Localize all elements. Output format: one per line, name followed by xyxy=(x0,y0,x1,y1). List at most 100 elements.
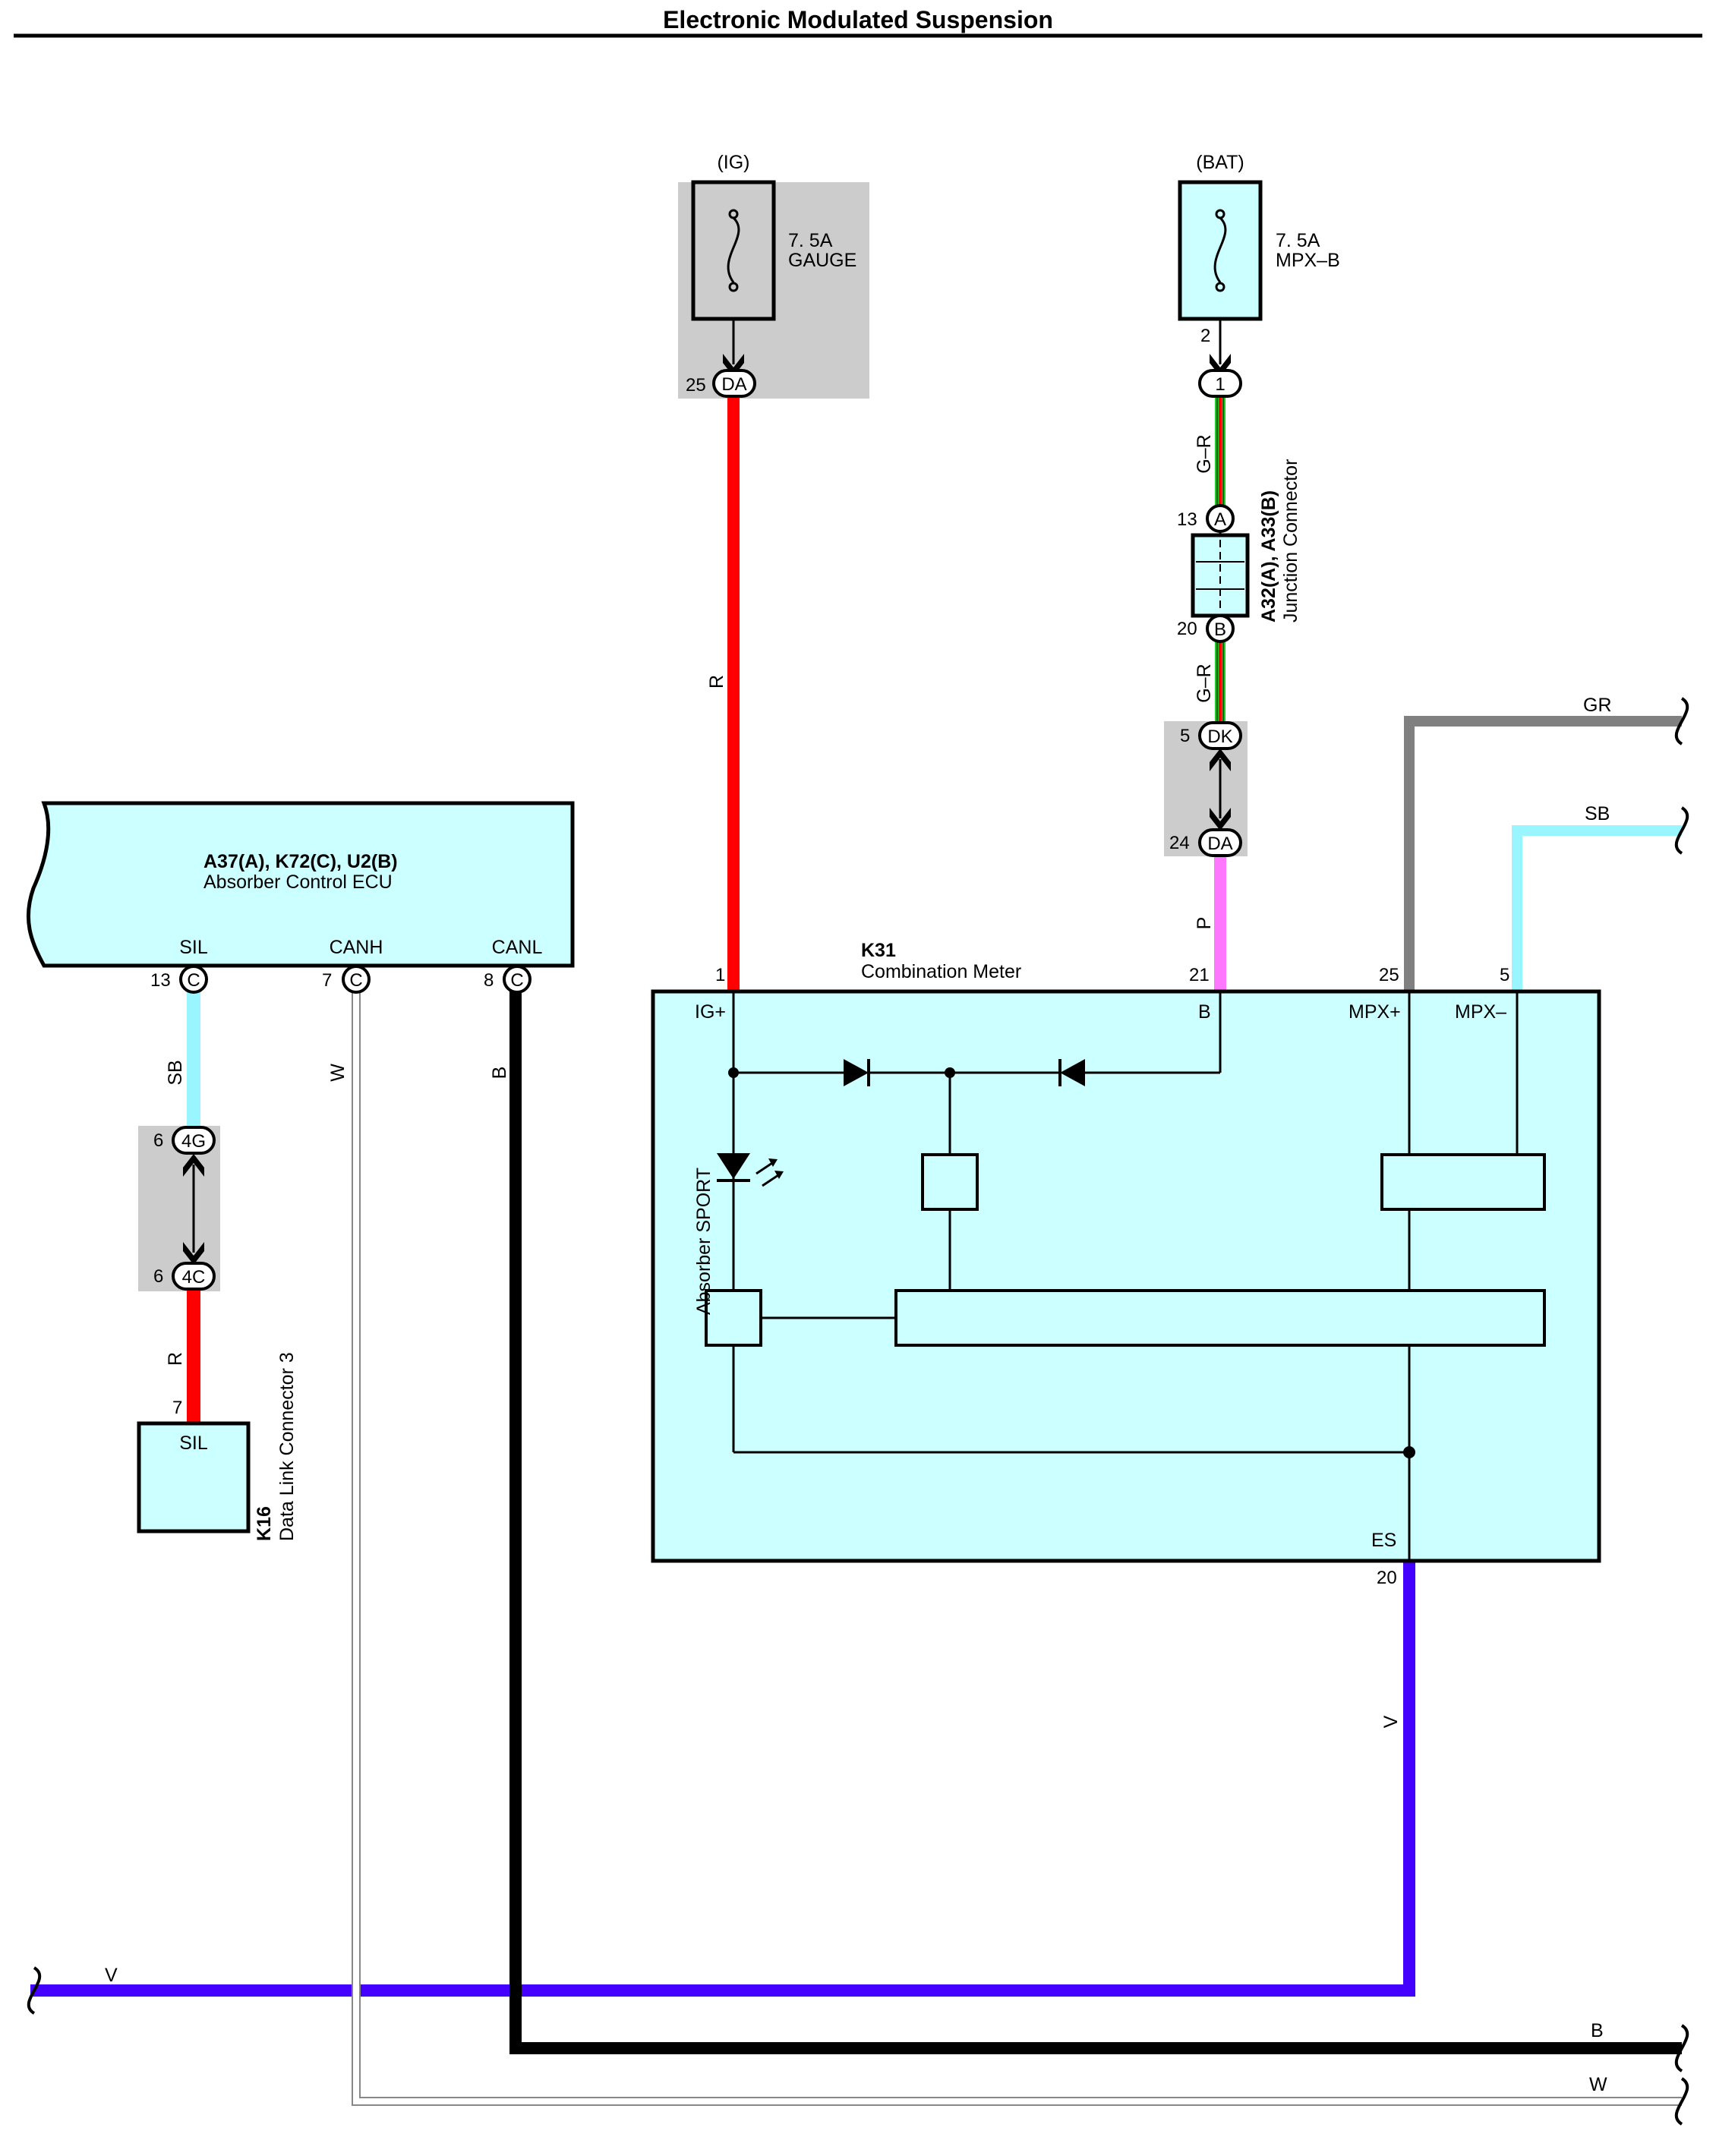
meter-term-es: ES xyxy=(1371,1530,1396,1551)
wire-label-v-es: V xyxy=(1380,1715,1402,1728)
ecu-pin-canl: 8 xyxy=(484,970,494,991)
connector-da-label: DA xyxy=(1207,834,1232,854)
4g-pin-number: 6 xyxy=(153,1130,163,1151)
bat-source-label: (BAT) xyxy=(1196,152,1244,173)
meter-pin-ig: 1 xyxy=(715,965,725,985)
bat-connector-1 xyxy=(1198,369,1242,398)
bat-fuse-name: MPX–B xyxy=(1276,250,1340,271)
ig-fuse-icon xyxy=(727,209,740,292)
meter-box xyxy=(651,989,1601,1563)
meter-term-mpxp: MPX+ xyxy=(1349,1001,1401,1023)
node-dot-2 xyxy=(945,1067,955,1078)
junction-conn-a-label: A xyxy=(1214,509,1226,530)
wire-label-gr: GR xyxy=(1583,695,1612,716)
bat-fuse-icon xyxy=(1213,209,1227,292)
wire-label-r-main: R xyxy=(706,675,727,689)
ecu-conn-canh xyxy=(342,965,371,994)
diagram-title: Electronic Modulated Suspension xyxy=(663,6,1053,33)
meter-pin-mpxp: 25 xyxy=(1379,965,1399,985)
double-arrow-icon-left xyxy=(183,1154,204,1265)
dlc-box xyxy=(137,1421,251,1533)
ecu-terminal-canl: CANL xyxy=(492,937,543,958)
connector-dk-label: DK xyxy=(1207,727,1232,747)
ig-connector-label: DA xyxy=(721,374,746,395)
ecu-terminal-canh: CANH xyxy=(330,937,383,958)
junction-conn-b-label: B xyxy=(1214,619,1226,640)
wire-label-gr-upper: G–R xyxy=(1194,434,1215,473)
wire-label-r-dlc: R xyxy=(165,1352,186,1366)
dlc-pin-number: 7 xyxy=(172,1398,182,1418)
wire-label-w-bottom: W xyxy=(1589,2074,1607,2095)
ig-fuse-name: GAUGE xyxy=(788,250,856,271)
ig-connector-da xyxy=(712,369,756,398)
ecu-id: A37(A), K72(C), U2(B) xyxy=(203,851,398,872)
node-dot-3 xyxy=(1403,1446,1415,1458)
led-label: Absorber SPORT xyxy=(693,1168,714,1315)
wire-g-r-upper xyxy=(1215,396,1225,509)
diode-icon-2 xyxy=(1058,1059,1085,1086)
dlc-name: Data Link Connector 3 xyxy=(276,1352,298,1541)
wire-v-es xyxy=(30,1562,1415,1997)
junction-id: A32(A), A33(B) xyxy=(1258,490,1279,623)
wire-label-b-canl: B xyxy=(489,1067,510,1080)
wire-g-r-lower xyxy=(1215,640,1225,725)
bat-connector-label: 1 xyxy=(1215,374,1225,395)
connector-4c-label: 4C xyxy=(182,1267,206,1288)
connector-4g-label: 4G xyxy=(181,1131,206,1152)
junction-pin-b-number: 20 xyxy=(1177,619,1197,639)
wire-label-sb-left: SB xyxy=(165,1060,186,1085)
meter-pin-b: 21 xyxy=(1189,965,1210,985)
wire-label-gr-lower: G–R xyxy=(1194,664,1215,702)
connector-da xyxy=(1198,828,1242,857)
ecu-name: Absorber Control ECU xyxy=(203,872,393,893)
ecu-box xyxy=(26,801,575,968)
dk-pin-number: 5 xyxy=(1180,726,1190,746)
4c-pin-number: 6 xyxy=(153,1266,163,1287)
bat-fuse-rating: 7. 5A xyxy=(1276,230,1320,251)
ecu-conn-sil-label: C xyxy=(187,970,200,991)
meter-internal-circuit xyxy=(705,991,1546,1561)
wire-label-p: P xyxy=(1194,917,1215,930)
junction-pin-a-number: 13 xyxy=(1177,509,1197,530)
wire-w-canh-core xyxy=(353,987,1682,2104)
wire-sb-mpxm xyxy=(1512,825,1682,991)
double-arrow-icon xyxy=(1210,749,1231,831)
dlc-id: K16 xyxy=(254,1506,275,1541)
ecu-conn-sil xyxy=(179,965,208,994)
wire-label-v-bottom: V xyxy=(105,1965,118,1986)
meter-pin-es: 20 xyxy=(1377,1568,1397,1588)
ecu-conn-canl-label: C xyxy=(510,970,523,991)
ecu-conn-canl xyxy=(503,965,532,994)
ig-source-label: (IG) xyxy=(717,152,749,173)
connector-4c xyxy=(172,1262,216,1291)
ig-fuse-rating: 7. 5A xyxy=(788,230,833,251)
ecu-pin-sil: 13 xyxy=(150,970,171,991)
dlc-terminal-sil: SIL xyxy=(179,1433,208,1454)
ecu-pin-canh: 7 xyxy=(322,970,332,991)
meter-term-mpxm: MPX– xyxy=(1455,1001,1506,1023)
wire-gr-mpxp xyxy=(1404,716,1682,991)
meter-pin-mpxm: 5 xyxy=(1500,965,1509,985)
node-dot-1 xyxy=(728,1067,739,1078)
meter-name: Combination Meter xyxy=(861,961,1021,982)
meter-term-b: B xyxy=(1198,1001,1211,1023)
break-mark-icon xyxy=(27,697,1689,2126)
meter-id: K31 xyxy=(861,940,896,961)
connector-4g xyxy=(172,1126,216,1155)
wire-label-sb-right: SB xyxy=(1585,803,1610,824)
diode-icon xyxy=(844,1059,870,1086)
bat-pin-number: 2 xyxy=(1200,326,1210,346)
ecu-terminal-sil: SIL xyxy=(179,937,208,958)
junction-conn-b xyxy=(1206,614,1235,643)
ecu-conn-canh-label: C xyxy=(349,970,362,991)
junction-block xyxy=(1191,533,1250,618)
wire-label-w-canh: W xyxy=(327,1064,349,1082)
junction-name: Junction Connector xyxy=(1280,459,1301,623)
meter-term-ig: IG+ xyxy=(695,1001,726,1023)
wire-b-canl xyxy=(509,987,1682,2054)
ig-pin-number: 25 xyxy=(686,375,706,396)
led-icon xyxy=(717,1153,784,1187)
da-pin-number: 24 xyxy=(1169,833,1190,853)
wire-label-b-bottom: B xyxy=(1591,2020,1604,2041)
